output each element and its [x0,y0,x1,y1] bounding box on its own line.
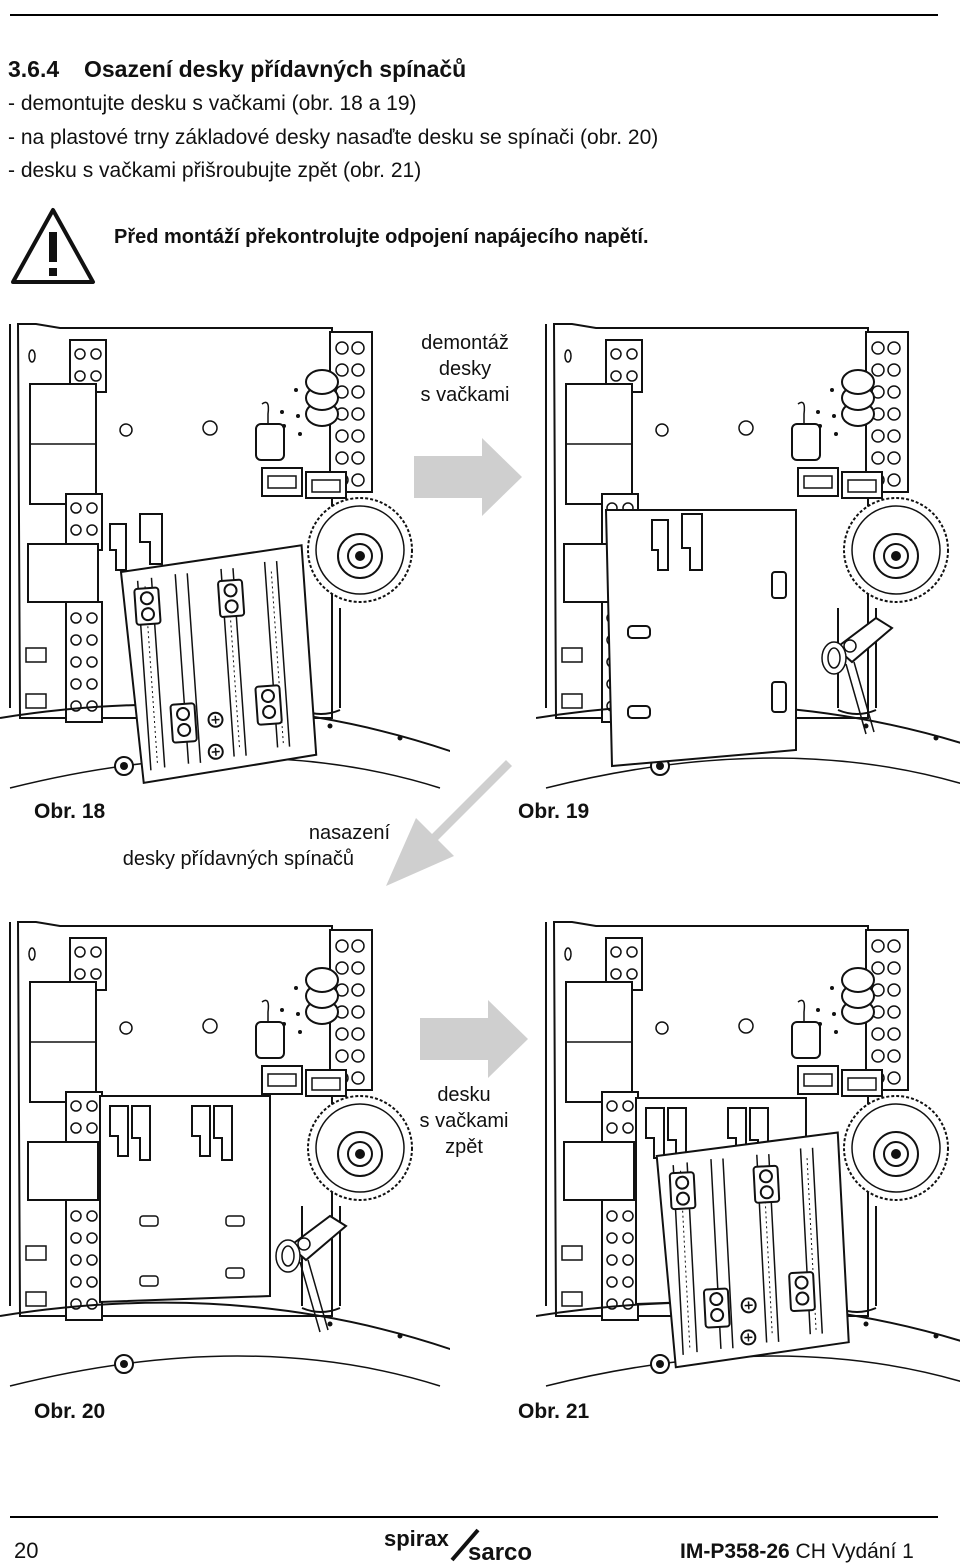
step-2: - na plastové trny základové desky nasaď… [8,126,659,149]
warning-text: Před montáží překontrolujte odpojení nap… [114,226,649,248]
section-number: 3.6.4 [8,56,60,82]
page-number: 20 [14,1538,39,1563]
section-title: Osazení desky přídavných spínačů [84,56,467,82]
figure-label-18: Obr. 18 [34,800,106,823]
arrow-right-remove-icon [414,438,522,516]
step-1: - demontujte desku s vačkami (obr. 18 a … [8,92,417,115]
arrow-down-left-fit-icon [386,760,520,886]
bottom-rule [10,1516,938,1518]
figure-label-20: Obr. 20 [34,1400,106,1423]
top-rule [10,14,938,16]
warning-triangle-icon [11,208,95,284]
figure-21-drawing [536,916,960,1387]
figure-label-19: Obr. 19 [518,800,590,823]
figure-20-drawing [0,916,450,1387]
step-3: - desku s vačkami přišroubujte zpět (obr… [8,159,422,182]
document-id: IM-P358-26 CH Vydání 1 [680,1540,914,1563]
svg-text:sarco: sarco [468,1539,532,1564]
svg-text:spirax: spirax [384,1526,450,1551]
figure-18-drawing [0,318,450,789]
figure-19-drawing [536,318,960,789]
section-heading: 3.6.4 Osazení desky přídavných spínačů [8,56,466,83]
figure-label-21: Obr. 21 [518,1400,590,1423]
arrow-right-back-icon [420,1000,528,1078]
spirax-sarco-logo: spirax sarco [384,1526,532,1564]
